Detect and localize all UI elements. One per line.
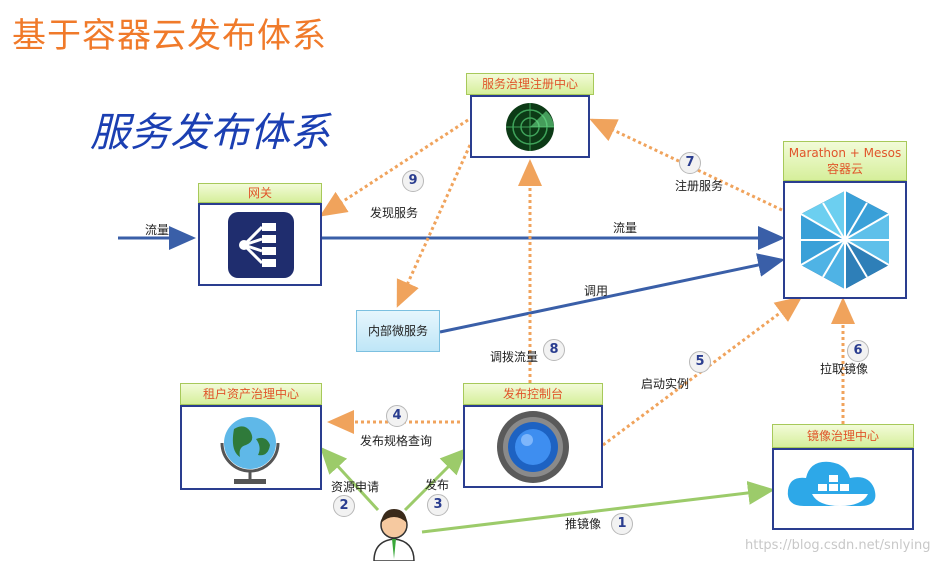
label-pull: 拉取镜像 — [820, 362, 869, 376]
edge-push — [421, 480, 775, 534]
label-start: 启动实例 — [641, 377, 690, 391]
step-badge-1: 1 — [611, 513, 633, 535]
edge-apply — [319, 446, 380, 512]
step-badge-9: 9 — [402, 170, 424, 192]
tenant-header: 租户资产治理中心 — [180, 383, 322, 405]
cloud-header: Marathon + Mesos 容器云 — [783, 141, 907, 181]
edge-discover — [319, 118, 469, 217]
gateway-node — [198, 203, 322, 286]
step-badge-4: 4 — [386, 405, 408, 427]
label-register: 注册服务 — [675, 179, 724, 193]
label-call: 调用 — [584, 284, 609, 298]
user-icon — [373, 509, 415, 562]
label-publish: 发布 — [425, 478, 450, 492]
registry-header: 服务治理注册中心 — [466, 73, 594, 95]
watermark: https://blog.csdn.net/snlying — [745, 538, 931, 553]
tenant-node — [180, 405, 322, 490]
edge-register — [589, 118, 783, 212]
gateway-header: 网关 — [198, 183, 322, 203]
edge-publish — [403, 447, 468, 512]
step-badge-2: 2 — [333, 495, 355, 517]
container-cloud-icon — [800, 191, 890, 289]
network-hub-icon — [228, 212, 294, 278]
cloud-header-line2: 容器云 — [826, 162, 863, 176]
console-header: 发布控制台 — [463, 383, 603, 405]
step-badge-3: 3 — [427, 494, 449, 516]
label-traffic-in: 流量 — [145, 223, 170, 237]
step-badge-6: 6 — [847, 340, 869, 362]
label-traffic: 流量 — [613, 221, 638, 235]
step-badge-8: 8 — [543, 339, 565, 361]
globe-icon — [220, 417, 280, 484]
edge-internal-discover — [396, 144, 472, 308]
label-apply: 资源申请 — [331, 480, 380, 494]
console-node — [463, 405, 603, 488]
label-spec: 发布规格查询 — [360, 434, 433, 448]
image-center-header: 镜像治理中心 — [772, 424, 914, 448]
label-dispatch: 调拨流量 — [490, 350, 539, 364]
label-push: 推镜像 — [565, 517, 602, 531]
step-badge-5: 5 — [689, 351, 711, 373]
edge-call — [439, 253, 785, 334]
user-avatar — [370, 505, 418, 562]
page-title: 基于容器云发布体系 — [12, 16, 327, 56]
image-center-node — [772, 448, 914, 530]
docker-icon — [787, 461, 876, 506]
registry-node — [470, 95, 590, 158]
radar-icon — [506, 103, 554, 151]
label-discover: 发现服务 — [370, 206, 419, 220]
cloud-header-line1: Marathon + Mesos — [788, 146, 902, 160]
cloud-node — [783, 181, 907, 299]
internal-service-node: 内部微服务 — [356, 310, 440, 352]
diagram-subtitle: 服务发布体系 — [90, 110, 330, 156]
portal-icon — [497, 411, 569, 483]
step-badge-7: 7 — [679, 152, 701, 174]
